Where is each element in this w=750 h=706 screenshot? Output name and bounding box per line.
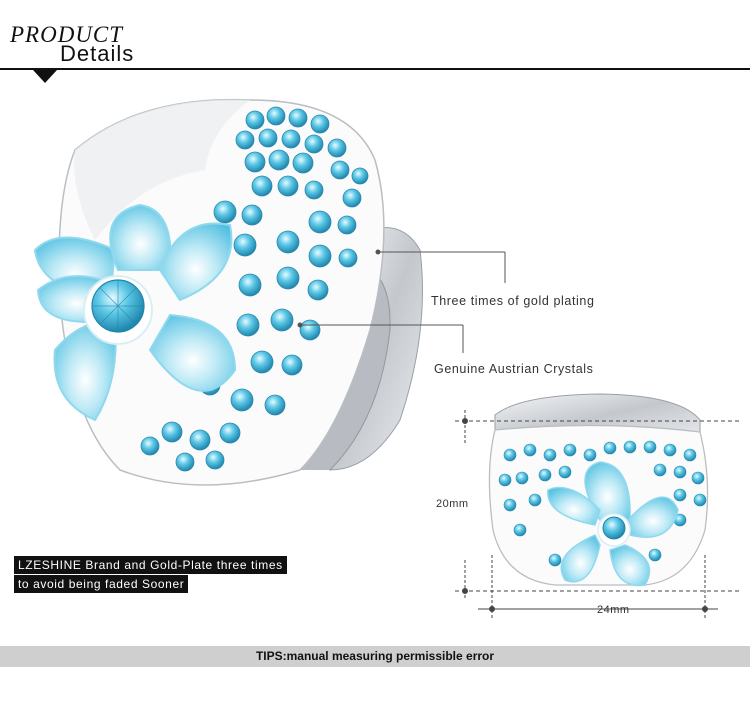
tips-bar: TIPS:manual measuring permissible error — [0, 646, 750, 667]
brand-banner-line-2: to avoid being faded Sooner — [14, 575, 189, 593]
dimension-height-label: 20mm — [436, 498, 469, 510]
header-title-product: PRODUCT — [10, 22, 124, 47]
callout-leader-lines — [297, 249, 506, 353]
header-divider — [0, 68, 750, 70]
brand-banner-line-1: LZESHINE Brand and Gold-Plate three time… — [14, 556, 287, 574]
header-pointer-icon — [33, 70, 57, 83]
main-ring-image — [33, 98, 423, 486]
dimension-markers — [455, 410, 740, 620]
small-ring-image — [488, 393, 709, 587]
dimension-width-label: 24mm — [597, 604, 630, 616]
tips-text: TIPS:manual measuring permissible error — [255, 649, 495, 663]
header-title-details: Details — [60, 41, 135, 66]
callout-gold-plating: Three times of gold plating — [431, 294, 595, 308]
callout-austrian-crystals: Genuine Austrian Crystals — [434, 362, 594, 376]
